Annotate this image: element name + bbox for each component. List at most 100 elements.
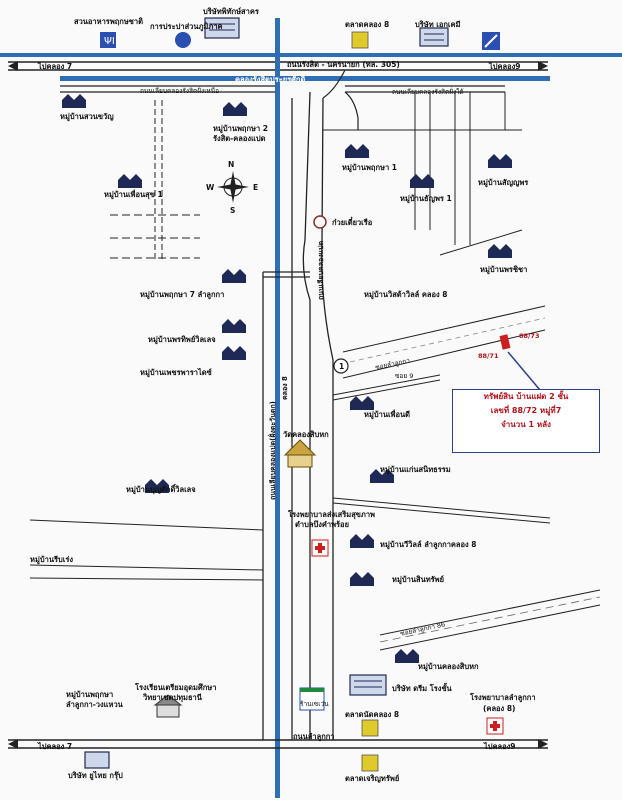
top-road-arrow-right: [538, 61, 548, 71]
temple-icon: [283, 439, 317, 468]
temple-label: วัดคลองสิบหก: [283, 430, 329, 439]
house-icon: [488, 244, 512, 258]
top-road-right-label: ไปคลอง9: [489, 62, 521, 71]
top-road-arrow-left: [8, 61, 18, 71]
village-porntip: หมู่บ้านพรทิพย์วิลเลจ: [148, 335, 216, 344]
property-callout: ทรัพย์สิน บ้านแฝด 2 ชั้น เลขที่ 88/72 หม…: [452, 389, 600, 453]
khlong-8-canal: [275, 18, 280, 798]
village-icons: [62, 94, 512, 663]
village-sanyaporn: หมู่บ้านสัญญพร: [478, 178, 529, 187]
seven-eleven-label: ร้านเซเว่น: [300, 700, 329, 708]
company-dream: บริษัท ดรีม โรงชั้น: [392, 684, 452, 693]
village-boonsak: หมู่บ้านบุญศักดิ์วิลเลจ: [126, 485, 196, 494]
house-icon: [223, 102, 247, 116]
waterworks-sign-icon: [175, 32, 191, 48]
soi-rebreng: หมู่บ้านรีบเร่ง: [30, 555, 74, 564]
place-market-top: ตลาดคลอง 8: [345, 20, 390, 29]
route-marker-label: 1: [339, 362, 345, 371]
health-center-sub: ตำบลบึงคำพร้อย: [295, 520, 349, 529]
top-canal-edge: [0, 53, 622, 57]
right-road-g: [439, 229, 523, 256]
property-soi-1: [342, 305, 546, 353]
house-icon: [222, 269, 246, 283]
loop-road: [344, 91, 359, 130]
village-vista-ville: หมู่บ้านวิสต้าวิลล์ คลอง 8: [364, 290, 448, 299]
hospital-sub: (คลอง 8): [483, 704, 516, 713]
soi-9-label: ซอย 9: [395, 372, 414, 380]
left-soi-2: [29, 564, 264, 571]
building-icon: [419, 27, 449, 47]
hospital-lamlukka: โรงพยาบาลลำลูกกา: [470, 693, 536, 702]
place-waterworks: การประปาส่วนภูมิภาค: [150, 22, 223, 31]
soi-diag-3b: [379, 604, 601, 651]
village-suankwan: หมู่บ้านสวนขวัญ: [60, 112, 114, 121]
village-sinsap: หมู่บ้านสินทรัพย์: [392, 575, 445, 584]
restaurant-sign-icon: [100, 32, 116, 48]
hospital-icon: [311, 539, 329, 557]
house-icon: [345, 144, 369, 158]
noodle-shop-icon: [313, 215, 327, 229]
hospital-icon: [486, 717, 504, 735]
route-marker-icon: [333, 358, 349, 374]
soi-diag-1b: [332, 379, 441, 401]
soi-diag-3: [379, 589, 601, 636]
soi-diag-1: [332, 374, 441, 396]
compass-w: W: [206, 183, 215, 192]
health-center-label: โรงพยาบาลส่งเสริมสุขภาพ: [288, 510, 375, 519]
village-kaensanit: หมู่บ้านแก่นสนิทธรรม: [380, 465, 451, 474]
building-icon: [84, 751, 110, 769]
place-restaurant: สวนอาหารพฤกษชาติ: [74, 17, 143, 26]
south-side-road-label: ถนนเลียบคลองรังสิตฝั่งใต้: [392, 88, 464, 96]
property-soi-center: [349, 317, 546, 363]
house-icon: [62, 94, 86, 108]
callout-line-2: เลขที่ 88/72 หมู่ที่7: [490, 406, 562, 415]
restaurant-glyph-icon: ΨⅠ: [104, 36, 115, 47]
village-pruksa-2-sub: รังสิต-คลองแปด: [213, 134, 266, 143]
house-icon: [350, 396, 374, 410]
building-icon: [349, 674, 387, 696]
soi-diag-2b: [332, 502, 551, 524]
school-label: โรงเรียนเตรียมอุดมศึกษา: [135, 683, 217, 692]
lot-88-73: 88/73: [519, 332, 540, 340]
house-icon: [118, 174, 142, 188]
village-phuansuk: หมู่บ้านเพื่อนสุข 1: [104, 190, 163, 199]
market-khlong8: ตลาดนัดคลอง 8: [345, 710, 400, 719]
canal-label: คลองรังสิตประยูรศักดิ์: [235, 75, 306, 84]
property-marker: [499, 334, 511, 350]
school-sub: วิทยาเขตปทุมธานี: [143, 693, 202, 702]
village-pornchicha: หมู่บ้านพรชิชา: [480, 265, 528, 274]
house-icon: [370, 469, 394, 483]
school-icon: [153, 694, 183, 718]
company-uthai: บริษัท ยูไทย กรุ๊ป: [68, 771, 123, 780]
house-icon: [395, 649, 419, 663]
soi-diag-3c: [379, 596, 601, 643]
village-pruksa-ring-sub: ลำลูกกา-วงแหวน: [66, 700, 123, 709]
village-v-ville: หมู่บ้านวีวิลล์ ลำลูกกาคลอง 8: [380, 540, 477, 549]
market-sign-icon: [361, 754, 379, 772]
bottom-road-arrow-right: [538, 739, 548, 749]
bottom-road-right-label: ไปคลอง9: [484, 742, 516, 751]
village-pruksa-ring: หมู่บ้านพฤกษา: [66, 690, 114, 699]
east-road-left: [302, 91, 311, 740]
canal-8-label: คลอง 8: [281, 376, 289, 400]
village-phuandee: หมู่บ้านเพื่อนดี: [364, 410, 410, 419]
top-road-name: ถนนรังสิต - นครนายก (ทล. 305): [287, 60, 400, 69]
house-icon: [222, 319, 246, 333]
place-company-top: บริษัทพิทักษ์สาคร: [203, 7, 259, 16]
noodle-shop: ก๋วยเตี๋ยวเรือ: [332, 218, 373, 227]
house-icon: [222, 346, 246, 360]
house-icon: [350, 572, 374, 586]
village-petch: หมู่บ้านเพชรพาราไดซ์: [140, 368, 212, 377]
village-pruksa-7: หมู่บ้านพฤกษา 7 ลำลูกกา: [140, 290, 225, 299]
property-soi-2: [342, 329, 546, 379]
place-company-right: บริษัท เอกเคมี: [415, 20, 461, 29]
building-icon: [204, 17, 240, 39]
rangsit-canal: [60, 76, 550, 81]
left-soi-1: [29, 519, 264, 531]
soi-diag-2: [332, 497, 551, 519]
compass-icon: [217, 171, 249, 203]
market-sign-icon: [361, 719, 379, 737]
bottom-road-left-label: ไปคลอง 7: [38, 742, 73, 751]
market-sign-icon: [351, 31, 369, 49]
